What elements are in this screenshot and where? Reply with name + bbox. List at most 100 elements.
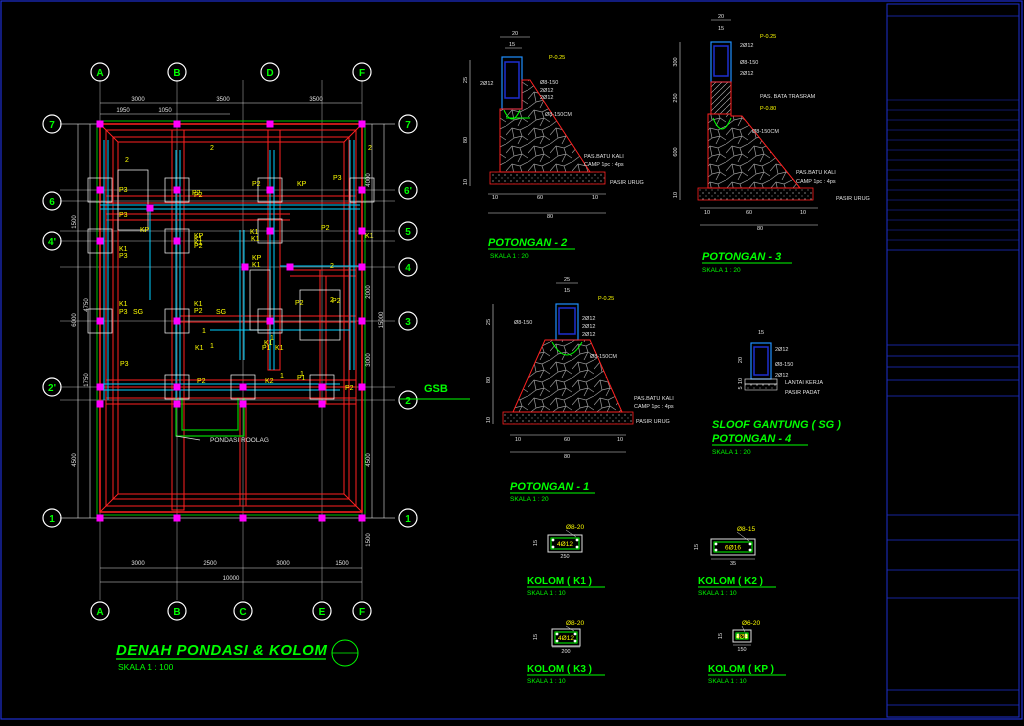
plan-column-2 — [266, 120, 274, 128]
p2-dim-bottom-3: 80 — [547, 214, 553, 220]
pondasi-roolag-label: PONDASI ROOLAG — [210, 437, 269, 444]
plan-label-40: 1 — [270, 335, 274, 342]
p1-dim-side-0: 25 — [486, 319, 492, 325]
plan-label-24: K1 — [194, 240, 203, 247]
plan-label-9: SG — [216, 309, 226, 316]
plan-column-12 — [358, 227, 366, 235]
plan-column-33 — [96, 514, 104, 522]
plan-column-30 — [239, 514, 247, 522]
p1-callout-4: 2Ø12 — [582, 332, 595, 338]
column-scale-1: SKALA 1 : 10 — [698, 590, 737, 597]
grid-bubble-bottom-4-text: F — [359, 607, 365, 618]
grid-bubble-right-3: 4 — [398, 257, 418, 277]
plan-column-3 — [358, 120, 366, 128]
dim-left-2: 6000 — [72, 313, 78, 327]
grid-bubble-right-1: 6' — [398, 180, 418, 200]
plan-label-6: SG — [133, 309, 143, 316]
p2-callout-0: P-0.25 — [549, 55, 565, 61]
column-title-2: KOLOM ( K3 ) — [527, 664, 592, 675]
plan-column-17 — [173, 317, 181, 325]
plan-footing-2 — [257, 177, 283, 203]
dim-right-0: 4000 — [366, 173, 372, 187]
plan-footing-3 — [349, 177, 375, 203]
column-title-0: KOLOM ( K1 ) — [527, 576, 592, 587]
grid-bubble-right-2: 5 — [398, 221, 418, 241]
column-title-1: KOLOM ( K2 ) — [698, 576, 763, 587]
p2-dim-bottom-1: 60 — [537, 195, 543, 201]
p1-dim-bottom-1: 60 — [564, 437, 570, 443]
dim-bottom-3: 1500 — [335, 561, 349, 567]
grid-bubble-right-3-text: 4 — [405, 263, 411, 274]
grid-bubble-top-0-text: A — [96, 68, 103, 79]
plan-footing-1 — [164, 177, 190, 203]
column-bars-0: 4Ø12 — [557, 541, 573, 548]
p3-dim-bottom-3: 80 — [757, 226, 763, 232]
plan-label-41: 1 — [300, 371, 304, 378]
p3-callout-2: Ø8-150 — [740, 60, 758, 66]
p3-callout-6: Ø8-150CM — [752, 129, 779, 135]
plan-footing-6 — [257, 218, 283, 244]
p1-dim-side-2: 10 — [486, 417, 492, 423]
p1-dim-bottom-0: 10 — [515, 437, 521, 443]
p2-dim-side-0: 25 — [463, 77, 469, 83]
grid-bubble-left-3-text: 2' — [48, 383, 56, 394]
grid-bubble-right-6: 1 — [398, 508, 418, 528]
plan-label-33: 2 — [210, 145, 214, 152]
dim-right-1: 2000 — [366, 285, 372, 299]
plan-footing-0 — [87, 177, 113, 203]
p3-dim-side-2: 600 — [673, 147, 679, 156]
plan-label-42: 1 — [280, 373, 284, 380]
grid-bubble-left-2: 4' — [42, 231, 62, 251]
plan-column-6 — [266, 186, 274, 194]
grid-bubble-top-0: A — [90, 62, 110, 82]
plan-label-29: K1 — [365, 233, 374, 240]
p1-dim-top-0: 25 — [564, 277, 570, 283]
p4-dim-side-0: 20 — [738, 357, 744, 363]
grid-bubble-left-1: 6 — [42, 191, 62, 211]
p3-callout-4: PAS. BATA TRASRAM — [760, 94, 816, 100]
plan-label-25: P2 — [192, 190, 201, 197]
plan-scale: SKALA 1 : 100 — [118, 662, 174, 672]
p3-callout-8: CAMP 1pc : 4ps — [796, 179, 836, 185]
p2-callout-2: Ø8-150 — [540, 80, 558, 86]
potongan-1-title: POTONGAN - 1 — [510, 481, 589, 493]
p3-callout-7: PAS.BATU KALI — [796, 170, 836, 176]
dim-left-1: 4750 — [84, 298, 90, 312]
p1-dim-side-1: 80 — [486, 377, 492, 383]
column-width-3: 150 — [737, 647, 746, 653]
grid-bubble-left-3: 2' — [42, 377, 62, 397]
plan-label-21: K1 — [252, 262, 261, 269]
column-bars-3: 4Ø8 — [736, 634, 749, 641]
plan-column-16 — [96, 317, 104, 325]
p1-dim-bottom-3: 80 — [564, 454, 570, 460]
grid-bubble-right-0: 7 — [398, 114, 418, 134]
column-width-1: 35 — [730, 561, 736, 567]
column-scale-0: SKALA 1 : 10 — [527, 590, 566, 597]
potongan-3-title: POTONGAN - 3 — [702, 251, 781, 263]
plan-column-10 — [173, 237, 181, 245]
plan-columns — [87, 120, 375, 522]
p4-callout-2: 2Ø12 — [775, 373, 788, 379]
grid-bubble-left-4: 1 — [42, 508, 62, 528]
plan-label-34: 2 — [125, 157, 129, 164]
plan-column-23 — [318, 383, 326, 391]
column-stirrup-3: Ø6-20 — [742, 620, 760, 627]
dim-bottom-0: 3000 — [131, 561, 145, 567]
column-title-3: KOLOM ( KP ) — [708, 664, 774, 675]
column-width-2: 200 — [561, 649, 570, 655]
plan-column-9 — [96, 237, 104, 245]
p3-callout-9: PASIR URUG — [836, 196, 870, 202]
plan-column-22 — [239, 383, 247, 391]
plan-label-5: P3 — [119, 309, 128, 316]
grid-bubble-bottom-0: A — [90, 601, 110, 621]
dim-top-1-0: 3000 — [131, 97, 145, 103]
grid-bubble-right-2-text: 5 — [405, 227, 411, 238]
p2-dim-top-0: 20 — [512, 31, 518, 37]
plan-label-12: P1 — [262, 345, 271, 352]
p3-dim-top-0: 20 — [718, 14, 724, 20]
dim-top-1-1: 3500 — [216, 97, 230, 103]
